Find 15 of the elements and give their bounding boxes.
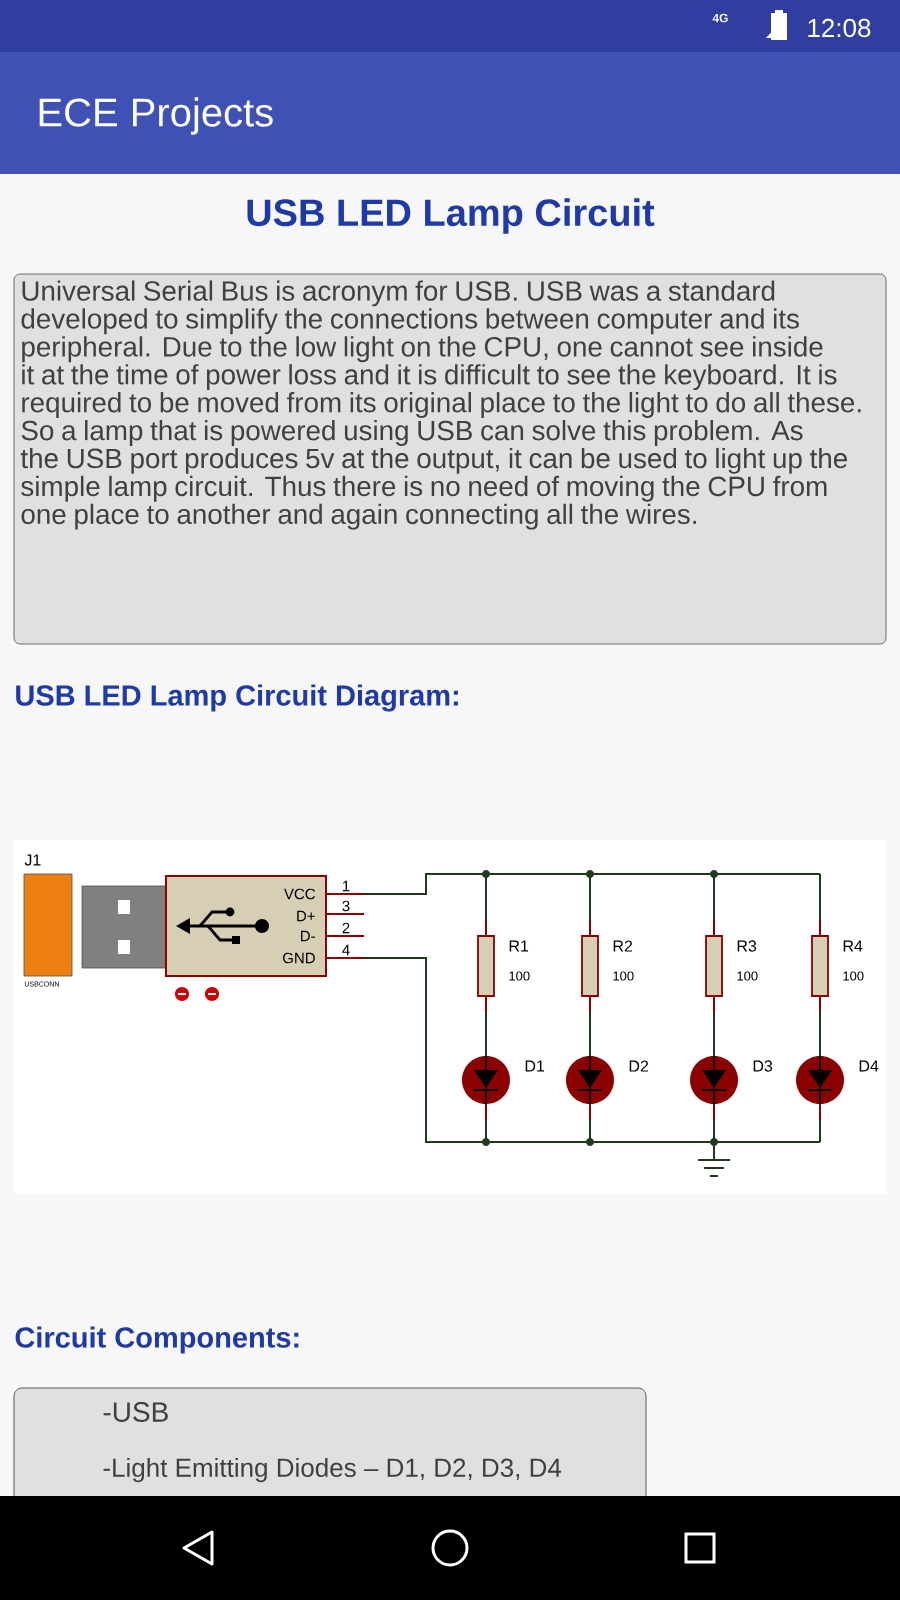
page-title: USB LED Lamp Circuit — [247, 198, 655, 234]
part-label: R2 — [613, 940, 633, 952]
part-label: D3 — [753, 1060, 773, 1072]
clock: 12:08 — [808, 18, 871, 38]
part-label: D1 — [525, 1060, 545, 1072]
text-box: Universal Serial Bus is acronym for USB. USB was a standard developed to simplify the connections between computer and its peripheral. Due to the low light on the CPU, one cannot see inside it at the time of power loss and it is difficult to see the keyboard. It is required to be moved from its original place to the light to do all these. So a lamp that is powered using USB can solve this problem. As the USB port produces 5v at the output, it can be used to light up the simple lamp circuit. Thus there is no need of moving the CPU from one place to another and again connecting all the wires. — [13, 273, 887, 645]
section-heading: Circuit Components: — [15, 1326, 299, 1354]
part-label: R3 — [737, 940, 757, 952]
app-title: ECE Projects — [39, 97, 273, 135]
part-label: R1 — [509, 940, 529, 952]
part-label: D4 — [859, 1060, 879, 1072]
part-label: R4 — [843, 940, 863, 952]
section-heading: USB LED Lamp Circuit Diagram: — [16, 684, 458, 712]
part-label: J1 — [24, 854, 41, 866]
part-label: D2 — [629, 1060, 649, 1072]
